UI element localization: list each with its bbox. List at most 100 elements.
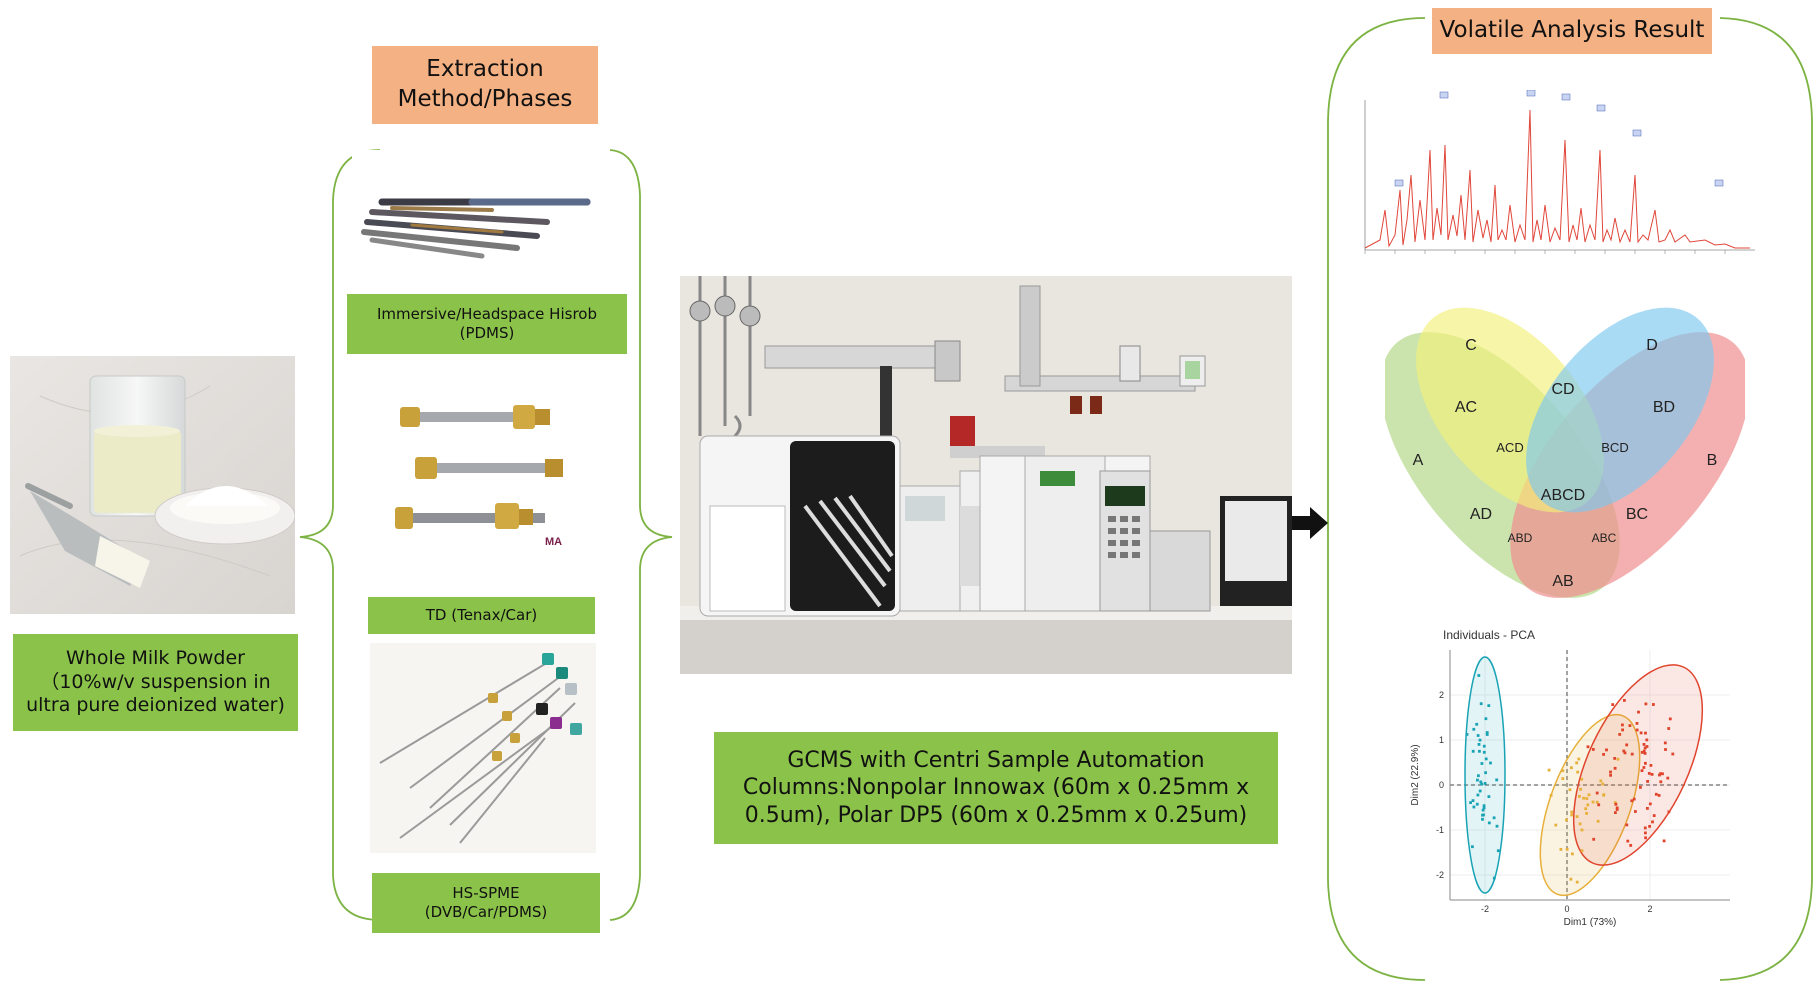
pca-title: Individuals - PCA [1443, 628, 1535, 642]
pca-point-cluster1 [1472, 805, 1476, 809]
pca-point-cluster1 [1487, 821, 1491, 825]
pca-point-cluster2 [1565, 847, 1569, 851]
pca-point-cluster3 [1592, 837, 1596, 841]
pca-point-cluster3 [1659, 780, 1663, 784]
pca-point-cluster3 [1662, 839, 1666, 843]
pca-points [1465, 674, 1675, 884]
pca-point-cluster3 [1652, 703, 1655, 706]
pca-point-cluster1 [1478, 789, 1482, 793]
td-tubes-photo: MA [395, 395, 570, 553]
method-hisorb-line2: (PDMS) [459, 324, 515, 342]
pca-xlabel: Dim1 (73%) [1564, 917, 1617, 928]
pca-point-cluster3 [1664, 748, 1667, 751]
pca-point-cluster1 [1471, 799, 1475, 802]
pca-point-cluster3 [1597, 803, 1601, 807]
pca-point-cluster2 [1571, 852, 1574, 856]
sample-label-line3: ultra pure deionized water) [26, 694, 285, 717]
pca-point-cluster2 [1554, 823, 1558, 827]
pca-point-cluster1 [1479, 702, 1483, 706]
pca-point-cluster1 [1471, 749, 1475, 753]
pca-point-cluster3 [1666, 776, 1670, 780]
pca-point-cluster2 [1580, 828, 1584, 832]
pca-point-cluster1 [1481, 817, 1484, 821]
pca-point-cluster2 [1585, 797, 1589, 800]
pca-point-cluster2 [1569, 877, 1573, 881]
pca-point-cluster2 [1585, 812, 1588, 815]
pca-point-cluster3 [1663, 741, 1667, 745]
pca-point-cluster2 [1575, 761, 1579, 765]
pca-point-cluster3 [1586, 745, 1590, 749]
pca-point-cluster3 [1602, 753, 1605, 756]
pca-point-cluster2 [1570, 810, 1574, 814]
pca-point-cluster3 [1661, 772, 1664, 776]
pca-point-cluster3 [1654, 792, 1658, 796]
pca-point-cluster2 [1582, 796, 1585, 800]
pca-point-cluster2 [1613, 801, 1617, 804]
pca-point-cluster1 [1477, 674, 1481, 677]
pca-point-cluster3 [1609, 770, 1612, 774]
pca-point-cluster3 [1630, 799, 1634, 803]
pca-point-cluster2 [1575, 880, 1579, 884]
pca-point-cluster3 [1618, 733, 1622, 736]
venn-label-ac: AC [1455, 399, 1477, 416]
pca-xtick: 2 [1647, 904, 1652, 914]
pca-point-cluster2 [1580, 849, 1584, 853]
pca-plot: Individuals - PCA 2 1 0 -1 -2 -2 0 2 Dim… [1410, 628, 1730, 928]
pca-point-cluster2 [1580, 777, 1584, 781]
pca-point-cluster3 [1613, 766, 1617, 770]
pca-point-cluster3 [1642, 766, 1646, 769]
pca-point-cluster3 [1644, 761, 1647, 765]
pca-point-cluster2 [1547, 768, 1551, 772]
pca-point-cluster2 [1568, 788, 1572, 792]
pca-point-cluster3 [1613, 757, 1617, 760]
td-logo-text: MA [545, 536, 562, 548]
pca-ellipse-cluster2 [1539, 713, 1641, 897]
pca-point-cluster2 [1576, 770, 1580, 774]
method-spme-label: HS-SPME (DVB/Car/PDMS) [372, 873, 600, 933]
pca-point-cluster1 [1485, 731, 1489, 734]
pca-point-cluster3 [1645, 745, 1649, 748]
pca-point-cluster2 [1578, 822, 1582, 826]
pca-point-cluster2 [1570, 813, 1574, 817]
pca-point-cluster3 [1615, 806, 1619, 810]
pca-point-cluster2 [1596, 819, 1600, 823]
pca-point-cluster1 [1475, 722, 1479, 726]
pca-point-cluster1 [1472, 727, 1476, 731]
pca-point-cluster1 [1484, 771, 1487, 775]
pca-point-cluster2 [1561, 769, 1565, 773]
pca-point-cluster3 [1647, 772, 1651, 775]
pca-point-cluster3 [1623, 699, 1626, 702]
method-spme-line1: HS-SPME [452, 884, 520, 903]
pca-point-cluster3 [1634, 810, 1637, 813]
pca-point-cluster3 [1643, 826, 1647, 830]
pca-point-cluster3 [1639, 731, 1643, 735]
pca-point-cluster2 [1577, 757, 1581, 761]
pca-point-cluster3 [1648, 802, 1652, 806]
pca-point-cluster1 [1484, 717, 1488, 721]
method-hisorb-line1: Immersive/Headspace Hisrob [377, 305, 597, 324]
chromatogram [1345, 90, 1765, 260]
pca-point-cluster3 [1657, 794, 1661, 797]
pca-point-cluster2 [1584, 807, 1588, 811]
extraction-header-line2: Method/Phases [397, 86, 573, 112]
method-td-line1: TD (Tenax/Car) [425, 606, 538, 625]
pca-point-cluster1 [1483, 782, 1487, 785]
venn-label-bc: BC [1626, 506, 1648, 523]
pca-xtick: -2 [1481, 904, 1489, 914]
pca-point-cluster2 [1602, 793, 1606, 797]
pca-point-cluster2 [1591, 800, 1595, 804]
pca-point-cluster2 [1601, 782, 1605, 786]
pca-point-cluster3 [1614, 811, 1617, 814]
pca-point-cluster1 [1476, 778, 1479, 782]
pca-point-cluster1 [1482, 750, 1486, 754]
pca-point-cluster1 [1465, 733, 1469, 736]
pca-point-cluster3 [1652, 814, 1656, 817]
pca-point-cluster3 [1644, 831, 1647, 835]
pca-point-cluster2 [1575, 815, 1579, 818]
pca-point-cluster3 [1650, 773, 1654, 776]
pca-xtick: 0 [1564, 904, 1569, 914]
venn-label-abcd: ABCD [1541, 487, 1585, 504]
venn-label-acd: ACD [1496, 440, 1523, 455]
result-header: Volatile Analysis Result [1432, 8, 1712, 54]
